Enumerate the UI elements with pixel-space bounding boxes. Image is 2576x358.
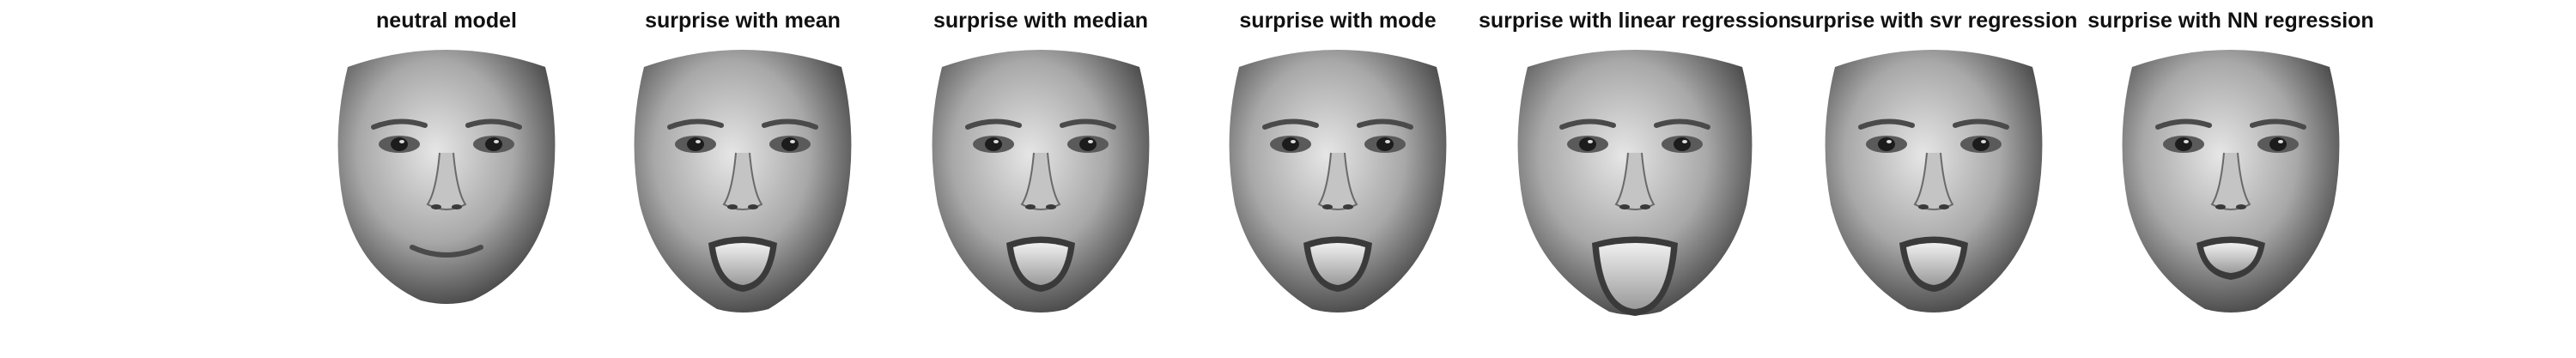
- face-panel: surprise with NN regression: [2059, 0, 2403, 358]
- panel-title: surprise with mean: [645, 9, 841, 33]
- face-panel: surprise with median: [869, 0, 1212, 358]
- face-panel: neutral model: [275, 0, 618, 358]
- face-render: [1825, 50, 2043, 312]
- face-panel: surprise with linear regression: [1463, 0, 1807, 358]
- face-panel: surprise with mode: [1166, 0, 1510, 358]
- face-render: [2122, 50, 2340, 312]
- panel-title: surprise with NN regression: [2087, 9, 2374, 33]
- panel-title: surprise with median: [933, 9, 1149, 33]
- panel-title: neutral model: [376, 9, 517, 33]
- face-render: [1229, 50, 1447, 312]
- panel-title: surprise with linear regression: [1478, 9, 1791, 33]
- face-panel: surprise with svr regression: [1762, 0, 2105, 358]
- face-render: [337, 50, 556, 304]
- face-render: [1517, 50, 1753, 316]
- face-render: [634, 50, 852, 312]
- panel-title: surprise with svr regression: [1789, 9, 2078, 33]
- face-render: [932, 50, 1150, 312]
- face-panel: surprise with mean: [571, 0, 914, 358]
- panel-title: surprise with mode: [1239, 9, 1437, 33]
